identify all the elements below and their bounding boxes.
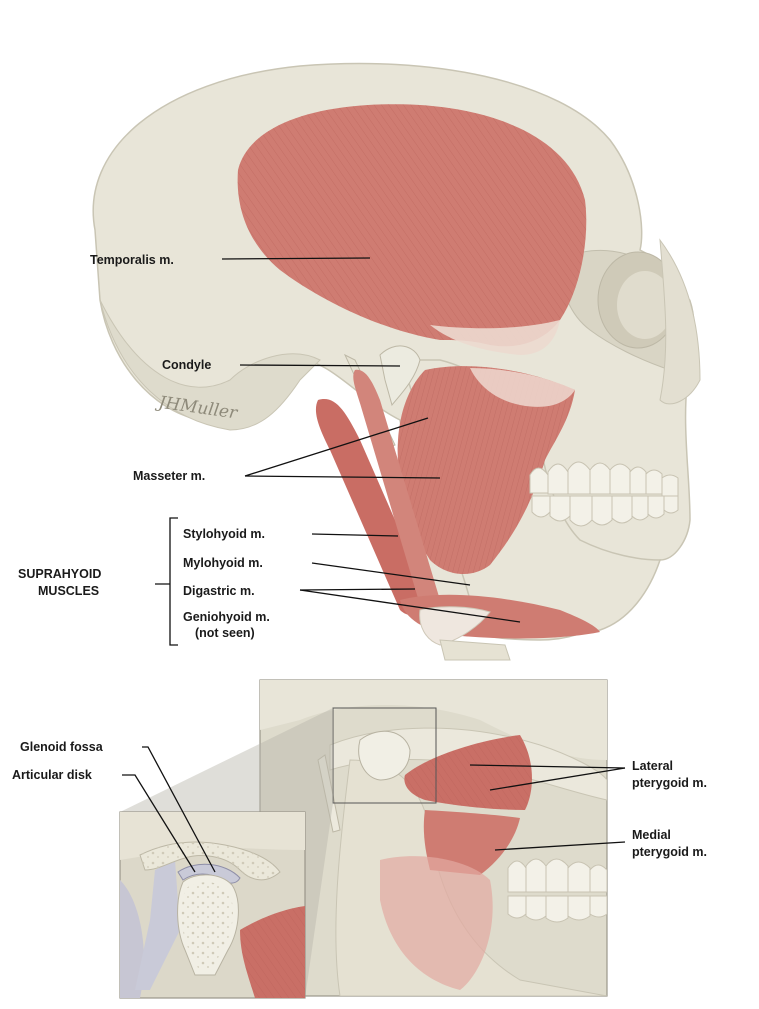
label-condyle: Condyle [162, 358, 211, 372]
label-lateral-pterygoid-1: Lateral [632, 759, 673, 773]
label-mylohyoid: Mylohyoid m. [183, 556, 263, 570]
zoom-detail-panel [119, 811, 306, 999]
label-suprahyoid-2: MUSCLES [38, 584, 99, 598]
main-labels: Temporalis m. Condyle Masseter m. Styloh… [18, 253, 521, 646]
label-digastric: Digastric m. [183, 584, 255, 598]
label-not-seen: (not seen) [195, 626, 255, 640]
condyle-bone [379, 345, 421, 407]
label-suprahyoid-1: SUPRAHYOID [18, 567, 101, 581]
medial-pterygoid-muscle [423, 810, 520, 875]
lower-teeth [531, 495, 679, 527]
inset-panel [259, 679, 608, 997]
label-lateral-pterygoid-2: pterygoid m. [632, 776, 707, 790]
skull-illustration: JHMuller [92, 62, 701, 661]
suprahyoid-bracket [155, 517, 178, 646]
label-temporalis: Temporalis m. [90, 253, 174, 267]
label-articular-disk: Articular disk [12, 768, 92, 782]
label-medial-pterygoid-2: pterygoid m. [632, 845, 707, 859]
upper-teeth [529, 461, 679, 497]
label-masseter: Masseter m. [133, 469, 205, 483]
label-stylohyoid: Stylohyoid m. [183, 527, 265, 541]
label-geniohyoid: Geniohyoid m. [183, 610, 270, 624]
zoom-region-box [332, 707, 437, 804]
label-glenoid-fossa: Glenoid fossa [20, 740, 104, 754]
inset-labels: Glenoid fossa Articular disk Lateral pte… [12, 740, 707, 873]
label-medial-pterygoid-1: Medial [632, 828, 671, 842]
